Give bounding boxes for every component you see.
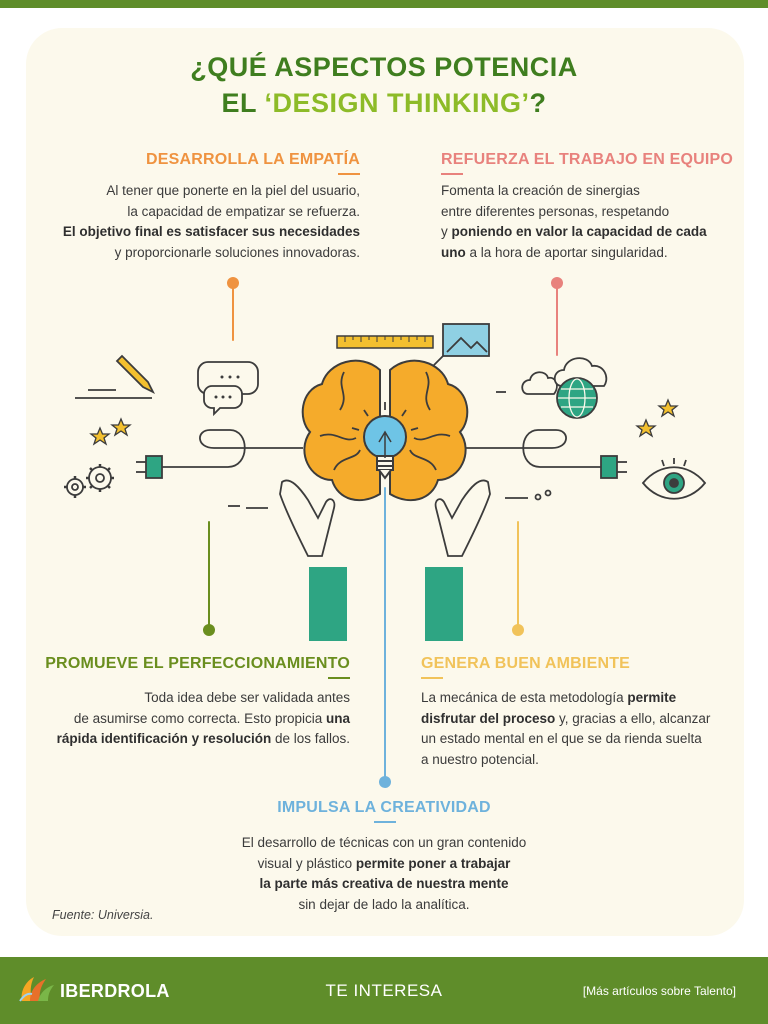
lightbulb-icon: [351, 402, 419, 480]
brain-icon: [301, 359, 469, 502]
perfeccionamiento-heading: PROMUEVE EL PERFECCIONAMIENTO: [45, 655, 350, 672]
top-accent-bar: [0, 0, 768, 8]
cloud-globe-icon: [521, 357, 608, 419]
gears-icon: [64, 464, 114, 498]
pencil-icon: [75, 354, 156, 399]
perfeccionamiento-dot: [203, 624, 215, 636]
empatia-dot: [227, 277, 239, 289]
right-plug-icon: [466, 429, 627, 479]
left-plug-icon: [136, 429, 303, 479]
main-title-line2: EL ‘DESIGN THINKING’?: [221, 88, 547, 118]
left-hand-icon: [279, 479, 336, 557]
chat-bubbles-icon: [197, 361, 259, 417]
footer-bar: IBERDROLA TE INTERESA [Más artículos sob…: [0, 957, 768, 1024]
main-title-line1: ¿QUÉ ASPECTOS POTENCIA: [190, 52, 578, 82]
ambiente-heading: GENERA BUEN AMBIENTE: [421, 655, 631, 672]
empatia-underline: [338, 173, 360, 175]
more-articles-link[interactable]: [Más artículos sobre Talento]: [582, 984, 736, 998]
equipo-dot: [551, 277, 563, 289]
perfeccionamiento-underline: [328, 677, 350, 679]
ruler-icon: [336, 335, 434, 349]
eye-icon: [641, 458, 707, 500]
ambiente-dot: [512, 624, 524, 636]
equipo-text: Fomenta la creación de sinergias entre d…: [441, 183, 707, 260]
source-note: Fuente: Universia.: [52, 908, 154, 922]
left-sleeve: [309, 567, 347, 641]
ambiente-underline: [421, 677, 443, 679]
equipo-underline: [441, 173, 463, 175]
creatividad-heading: IMPULSA LA CREATIVIDAD: [277, 799, 491, 816]
creatividad-underline: [374, 821, 396, 823]
te-interesa-label: TE INTERESA: [325, 981, 443, 1000]
iberdrola-logo-icon: [19, 977, 54, 1002]
brand-name: IBERDROLA: [60, 981, 170, 1001]
creatividad-dot: [379, 776, 391, 788]
ambiente-text: La mecánica de esta metodología permite …: [421, 690, 711, 767]
stars-right-icon: [635, 398, 679, 438]
perfeccionamiento-text: Toda idea debe ser validada antes de asu…: [56, 690, 350, 746]
image-frame-icon: [431, 323, 490, 368]
creatividad-text: El desarrollo de técnicas con un gran co…: [241, 835, 527, 912]
right-sleeve: [425, 567, 463, 641]
empatia-text: Al tener que ponerte en la piel del usua…: [62, 183, 360, 260]
right-hand-icon: [434, 479, 491, 557]
empatia-heading: DESARROLLA LA EMPATÍA: [146, 151, 360, 168]
stars-left-icon: [89, 417, 132, 446]
equipo-heading: REFUERZA EL TRABAJO EN EQUIPO: [441, 151, 734, 168]
